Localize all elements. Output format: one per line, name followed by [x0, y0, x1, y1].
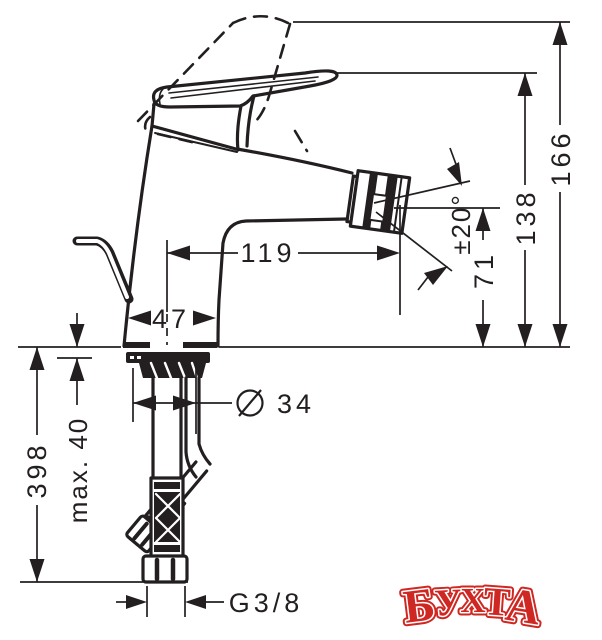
watermark-logo: Б У Х Т А Б У Х Т А: [397, 574, 548, 639]
handle-raised-dashed-outline: [136, 14, 309, 153]
supply-hose-left: [141, 476, 189, 584]
svg-text:Б: Б: [401, 578, 438, 633]
dim-outlet-height: 71: [469, 251, 499, 289]
dim-spout-reach: 119: [240, 238, 295, 268]
diameter-symbol-icon: [236, 389, 264, 417]
dimension-layer: 119 47 34 G3/8 166 138 71 ±20° 398 max. …: [18, 21, 576, 618]
dim-spout-top-height: 138: [511, 188, 541, 245]
popup-waste-lever: [72, 236, 134, 304]
dim-body-width: 47: [152, 304, 190, 334]
svg-text:Т: Т: [482, 578, 512, 625]
dim-shank-diameter: 34: [277, 389, 315, 419]
svg-text:У: У: [433, 581, 463, 624]
dim-swivel-angle: ±20°: [446, 193, 476, 255]
logo-letters: Б У Х Т А: [399, 576, 546, 637]
dim-hose-connection: G3/8: [229, 588, 304, 618]
dimension-lines: [36, 22, 561, 603]
svg-text:Х: Х: [460, 581, 485, 620]
lever-handle: [150, 69, 339, 153]
svg-text:У: У: [433, 581, 463, 624]
dim-overall-height: 166: [546, 129, 576, 186]
faucet-body: [122, 124, 354, 348]
svg-text:А: А: [502, 578, 545, 636]
dim-max-deck-thickness: max. 40: [63, 417, 93, 524]
svg-text:Х: Х: [460, 581, 485, 620]
extension-lines: [18, 21, 570, 617]
dim-hose-length: 398: [22, 441, 52, 498]
dimension-arrows: [29, 22, 568, 609]
faucet-drawing: [72, 14, 412, 584]
